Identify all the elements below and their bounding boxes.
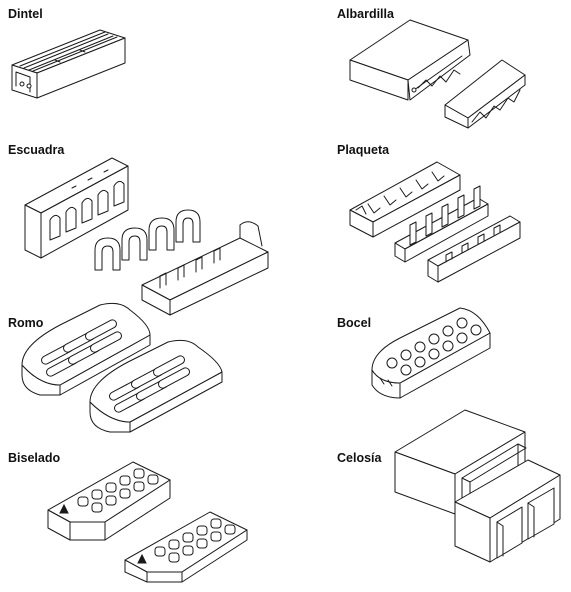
plaqueta-fins [394,185,489,263]
label-biselado: Biselado [8,451,60,465]
biselado-brick-back [47,461,171,541]
label-dintel: Dintel [8,7,43,21]
escuadra-brick [24,157,129,259]
plaqueta-base [427,215,521,283]
bocel-holes [386,317,482,376]
plaqueta-brick [349,161,461,238]
romo-brick-front [89,339,223,433]
biselado-brick-front [124,511,248,583]
label-albardilla: Albardilla [337,7,395,21]
biselado-holes-back [77,468,159,513]
albardilla-coping [349,19,471,101]
biselado-holes-front [154,518,236,563]
bocel-brick [371,307,491,399]
albardilla-piece [444,59,526,129]
label-romo: Romo [8,316,44,330]
escuadra-loops [94,209,201,271]
label-escuadra: Escuadra [8,143,65,157]
romo-brick-back [21,302,151,396]
label-bocel: Bocel [337,316,371,330]
label-plaqueta: Plaqueta [337,143,390,157]
celosia-block-front [454,459,561,563]
escuadra-channel [141,221,269,316]
dintel-brick [11,29,126,99]
label-celosia: Celosía [337,451,383,465]
